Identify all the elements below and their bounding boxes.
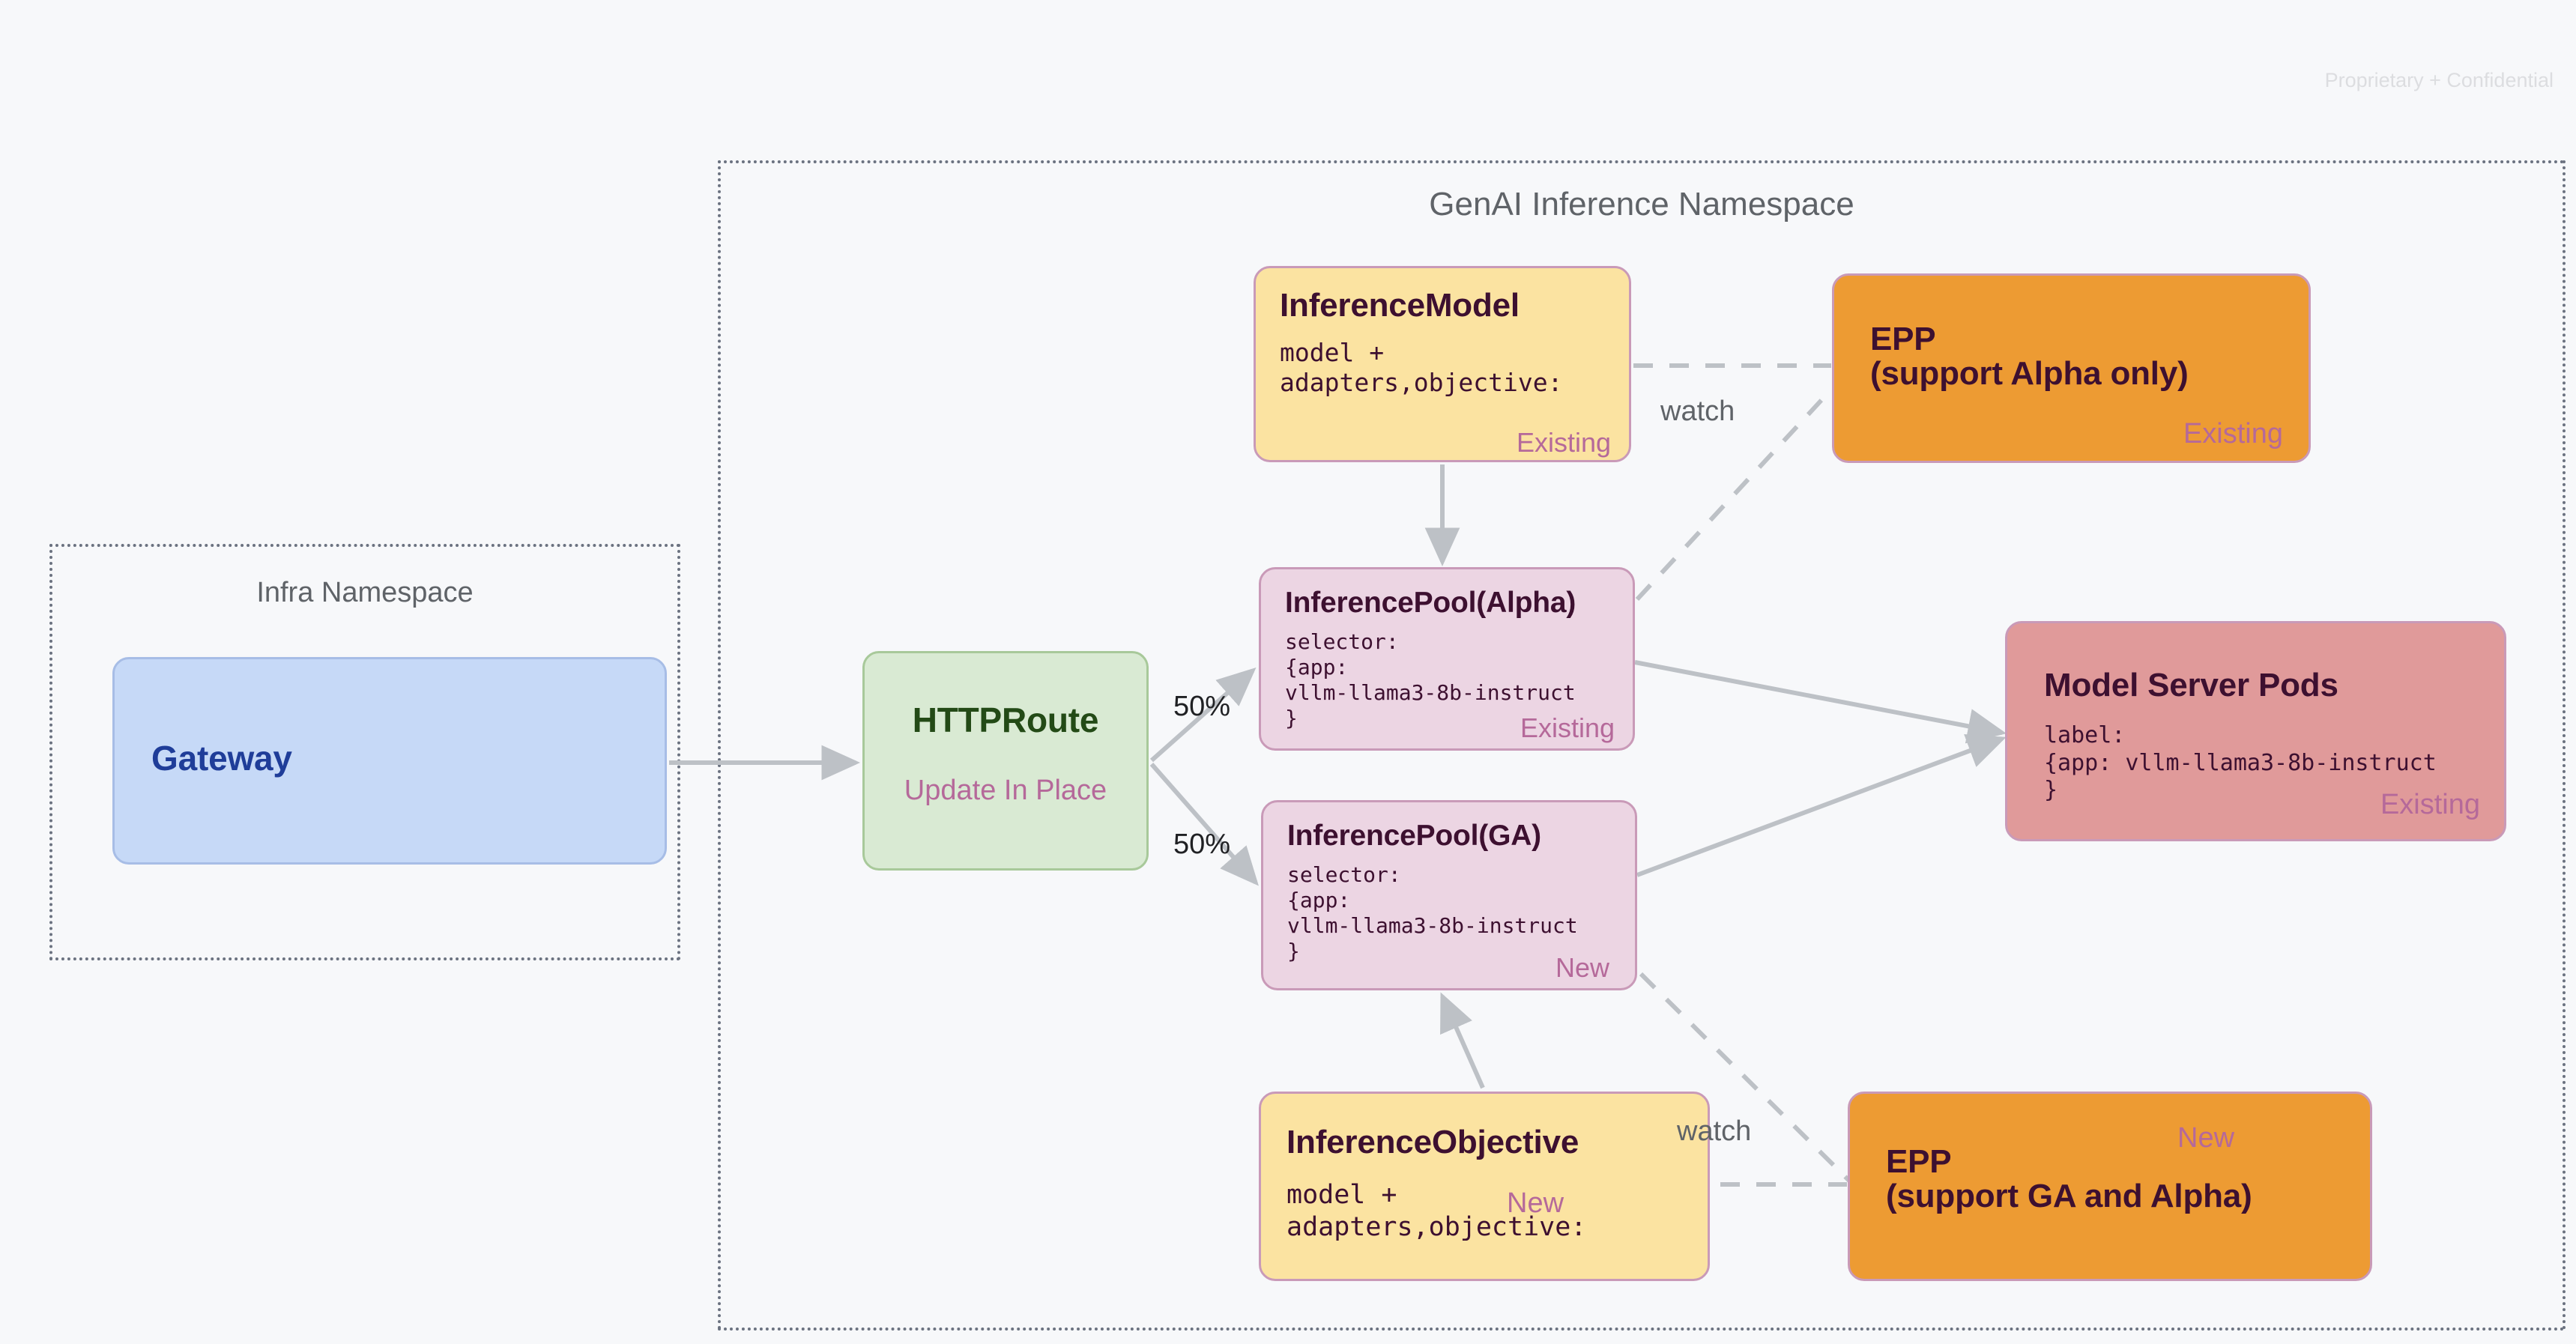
- model-server-pods-status-badge: Existing: [2380, 789, 2480, 820]
- inference-model-status-badge: Existing: [1516, 427, 1611, 458]
- confidential-notice: Proprietary + Confidential: [2324, 69, 2554, 91]
- namespace-infra-label: Infra Namespace: [256, 577, 474, 608]
- node-inference-pool-ga[interactable]: InferencePool(GA) selector: {app: vllm-l…: [1261, 800, 1637, 990]
- inference-objective-body: model + adapters,objective:: [1287, 1180, 1587, 1242]
- httproute-title: HTTPRoute: [912, 700, 1099, 739]
- edge-label-split-bottom: 50%: [1173, 829, 1231, 860]
- node-inference-objective[interactable]: InferenceObjective model + adapters,obje…: [1259, 1092, 1710, 1281]
- namespace-infra: [49, 544, 680, 960]
- inference-objective-title: InferenceObjective: [1287, 1124, 1579, 1160]
- inference-pool-alpha-title: InferencePool(Alpha): [1285, 587, 1576, 619]
- node-model-server-pods[interactable]: Model Server Pods label: {app: vllm-llam…: [2005, 621, 2506, 841]
- inference-pool-ga-status-badge: New: [1555, 952, 1609, 983]
- model-server-pods-title: Model Server Pods: [2044, 667, 2338, 703]
- edge-label-watch-top: watch: [1660, 396, 1735, 427]
- node-inference-model[interactable]: InferenceModel model + adapters,objectiv…: [1254, 266, 1631, 462]
- node-httproute[interactable]: HTTPRoute Update In Place: [862, 651, 1149, 871]
- inference-model-title: InferenceModel: [1280, 287, 1520, 324]
- model-server-pods-body: label: {app: vllm-llama3-8b-instruct }: [2044, 722, 2437, 804]
- gateway-title: Gateway: [151, 739, 292, 778]
- namespace-genai-label: GenAI Inference Namespace: [1429, 186, 1854, 223]
- inference-pool-alpha-body: selector: {app: vllm-llama3-8b-instruct …: [1285, 629, 1576, 731]
- epp-ga-status-badge: New: [2177, 1122, 2235, 1154]
- node-inference-pool-alpha[interactable]: InferencePool(Alpha) selector: {app: vll…: [1259, 567, 1635, 751]
- inference-pool-ga-body: selector: {app: vllm-llama3-8b-instruct …: [1287, 862, 1578, 964]
- inference-pool-ga-title: InferencePool(GA): [1287, 820, 1541, 852]
- namespace-genai: [718, 160, 2566, 1331]
- inference-pool-alpha-status-badge: Existing: [1520, 712, 1615, 743]
- node-epp-alpha[interactable]: EPP (support Alpha only) Existing: [1832, 273, 2311, 463]
- inference-objective-status-badge: New: [1507, 1187, 1564, 1219]
- edge-label-split-top: 50%: [1173, 691, 1231, 722]
- epp-ga-title: EPP (support GA and Alpha): [1886, 1143, 2252, 1215]
- edge-label-watch-bottom: watch: [1677, 1116, 1752, 1147]
- node-gateway[interactable]: Gateway: [112, 657, 667, 865]
- inference-model-body: model + adapters,objective:: [1280, 338, 1563, 398]
- node-epp-ga[interactable]: EPP (support GA and Alpha) New: [1848, 1092, 2372, 1281]
- epp-alpha-status-badge: Existing: [2183, 418, 2283, 449]
- epp-alpha-title: EPP (support Alpha only): [1870, 321, 2189, 393]
- httproute-status-badge: Update In Place: [904, 775, 1107, 806]
